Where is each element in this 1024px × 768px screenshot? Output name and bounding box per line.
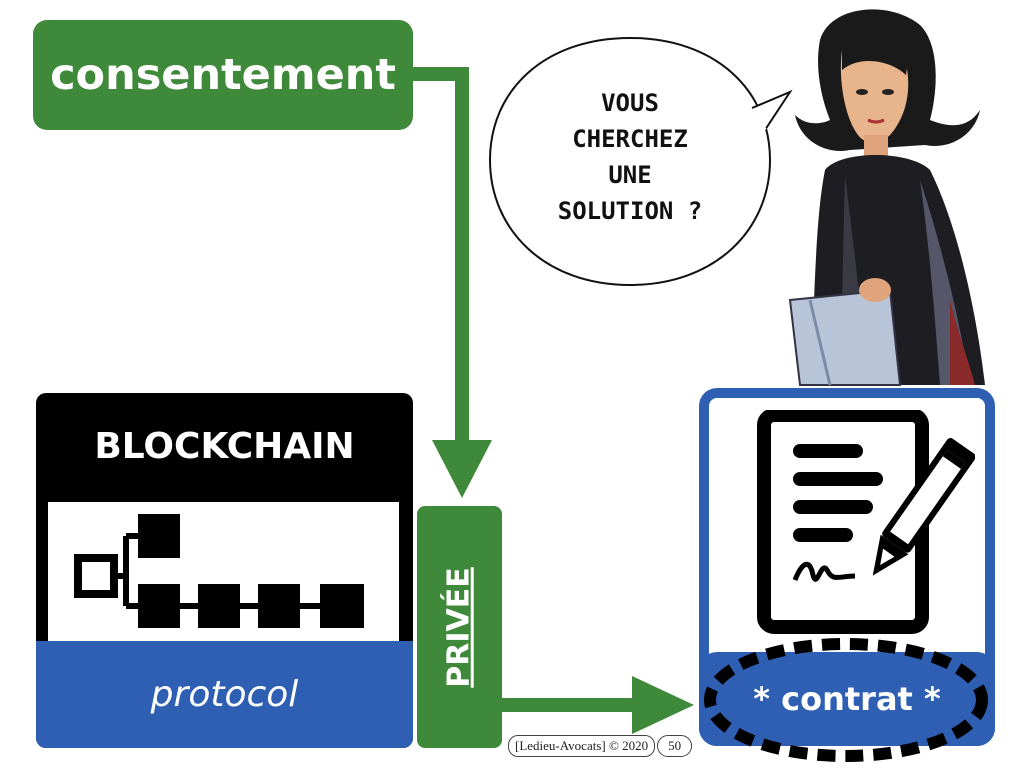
contract-label-text: * contrat * <box>753 680 941 718</box>
speech-line-1: VOUS <box>601 89 659 117</box>
blockchain-chain-icon <box>74 514 364 628</box>
character-illustration <box>788 9 985 386</box>
contract-document-icon <box>757 410 975 634</box>
pen-icon <box>872 438 975 576</box>
page-number: 50 <box>657 735 693 757</box>
speech-line-3: UNE <box>608 161 652 189</box>
blockchain-protocol-label: protocol <box>36 641 413 748</box>
private-to-contract-arrowhead <box>632 676 694 734</box>
private-tag-label: PRIVÉE <box>442 566 477 688</box>
speech-bubble-text: VOUS CHERCHEZ UNE SOLUTION ? <box>520 85 740 229</box>
consent-box: consentement <box>33 20 413 130</box>
private-tag-box <box>417 506 502 748</box>
speech-bubble <box>488 36 793 287</box>
footer-copyright: [Ledieu-Avocats] © 2020 <box>508 735 656 757</box>
footer: [Ledieu-Avocats] © 2020 50 <box>508 733 693 759</box>
consent-label: consentement <box>50 50 396 100</box>
speech-line-4: SOLUTION ? <box>557 197 703 225</box>
private-tag: PRIVÉE <box>417 506 502 748</box>
consent-to-private-arrow-line <box>410 67 469 455</box>
blockchain-title: BLOCKCHAIN <box>94 425 355 467</box>
consent-to-private-arrowhead <box>432 440 492 498</box>
contract-label: * contrat * <box>699 652 995 746</box>
protocol-text: protocol <box>150 674 299 715</box>
contract-dotted-oval <box>704 638 988 762</box>
speech-line-2: CHERCHEZ <box>572 125 688 153</box>
